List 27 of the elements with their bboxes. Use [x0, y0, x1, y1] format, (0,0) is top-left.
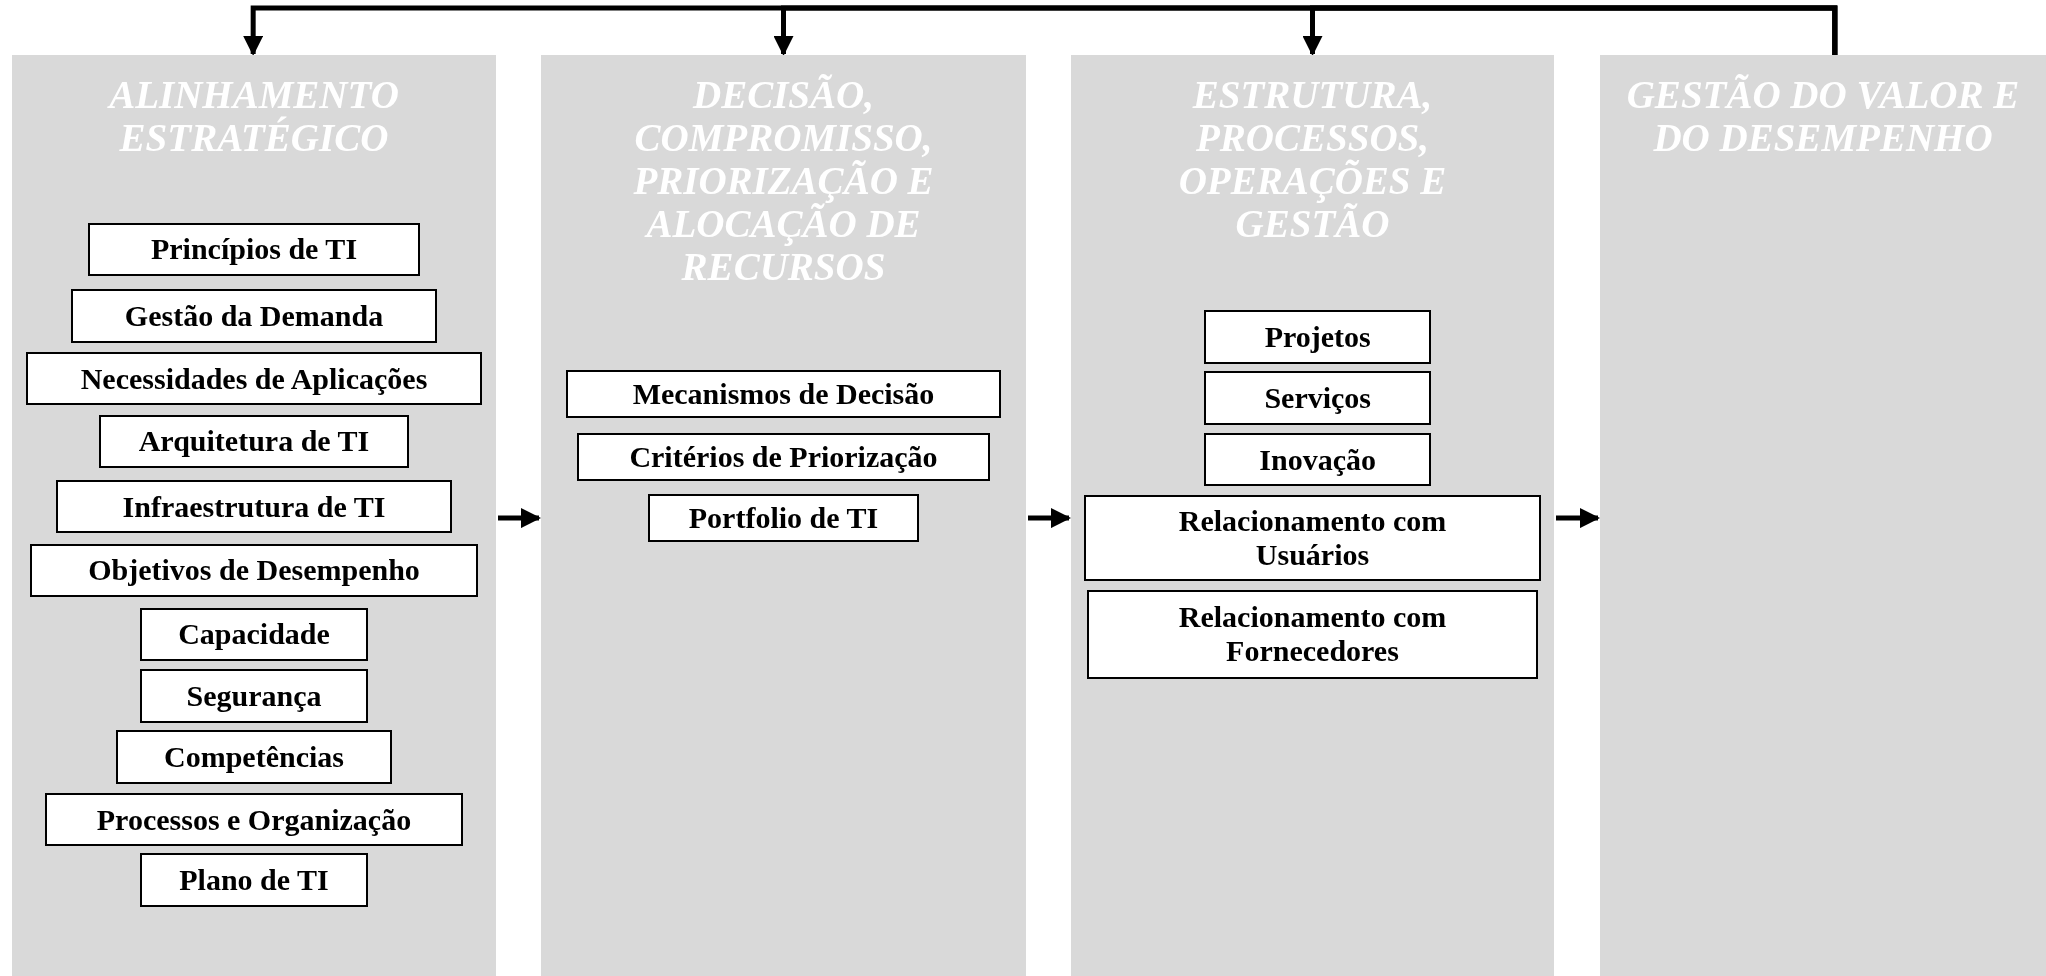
category-box: Portfolio de TI [647, 494, 920, 543]
category-box: Critérios de Priorização [577, 432, 990, 482]
category-box: Serviços [1204, 371, 1432, 425]
category-box: Inovação [1204, 432, 1432, 487]
category-box: Relacionamento com Fornecedores [1087, 590, 1538, 679]
arrow [1556, 508, 1600, 529]
column-panel [1600, 55, 2046, 976]
category-box: Projetos [1204, 310, 1432, 364]
category-box: Necessidades de Aplicações [25, 351, 483, 406]
column-panel [1071, 55, 1554, 976]
category-box: Processos e Organização [45, 792, 463, 847]
category-box: Princípios de TI [88, 222, 420, 277]
arrow [1028, 508, 1071, 529]
category-box: Gestão da Demanda [71, 289, 437, 343]
category-box: Infraestrutura de TI [55, 479, 453, 534]
column-panel [541, 55, 1026, 976]
category-box: Plano de TI [140, 853, 368, 907]
column-panel [12, 55, 496, 976]
category-box: Arquitetura de TI [98, 414, 410, 468]
category-box: Relacionamento com Usuários [1084, 494, 1541, 581]
category-box: Mecanismos de Decisão [566, 370, 1001, 419]
category-box: Objetivos de Desempenho [29, 543, 479, 598]
category-box: Segurança [140, 669, 368, 723]
category-box: Competências [115, 730, 393, 784]
arrow [498, 508, 541, 529]
arrow [1302, 5, 1838, 56]
category-box: Capacidade [140, 607, 368, 662]
